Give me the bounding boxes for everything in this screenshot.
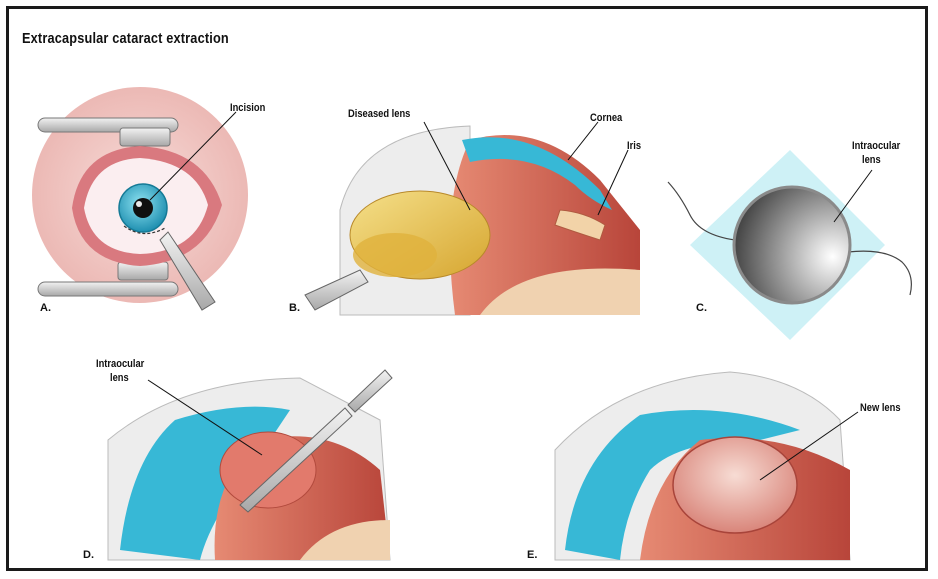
label-incision: Incision	[230, 102, 265, 115]
panel-a-letter: A.	[40, 302, 51, 314]
label-new-lens: New lens	[860, 402, 901, 415]
pupil-highlight	[136, 201, 142, 207]
label-iris: Iris	[627, 140, 641, 153]
speculum-lower-bar	[38, 282, 178, 296]
panel-c-letter: C.	[696, 302, 707, 314]
forceps-handle	[348, 370, 392, 412]
iol-optic	[734, 187, 850, 303]
panel-b-letter: B.	[289, 302, 300, 314]
iol-inside-eye	[220, 432, 316, 508]
label-iol-d-line1: Intraocular	[96, 358, 144, 371]
speculum-upper-blade	[120, 128, 170, 146]
label-iol-d-line2: lens	[110, 372, 129, 385]
panel-d-illustration	[108, 370, 392, 560]
label-cornea: Cornea	[590, 112, 622, 125]
label-iol-c-line1: Intraocular	[852, 140, 900, 153]
new-lens-shape	[673, 437, 797, 533]
panel-d-letter: D.	[83, 549, 94, 561]
lens-fragment	[353, 233, 437, 277]
panel-b-illustration	[305, 122, 640, 315]
panel-e-letter: E.	[527, 549, 537, 561]
cornea-leader	[568, 122, 598, 160]
label-diseased-lens: Diseased lens	[348, 108, 410, 121]
pupil	[133, 198, 153, 218]
panel-e-illustration	[555, 372, 858, 560]
label-iol-c-line2: lens	[862, 154, 881, 167]
panel-a-illustration	[32, 87, 248, 310]
